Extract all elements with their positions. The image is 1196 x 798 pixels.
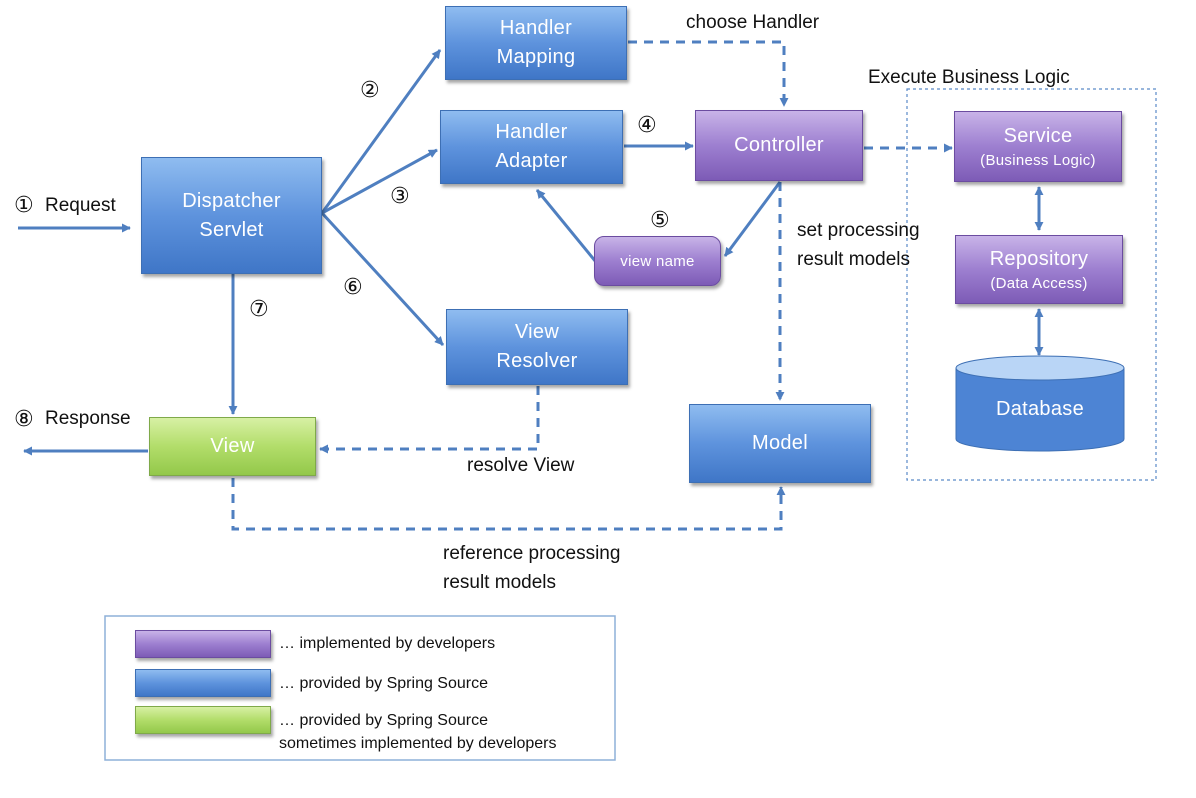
arrow-to-handler-mapping — [320, 49, 442, 214]
view-box[interactable]: View — [149, 417, 316, 476]
dispatcher-servlet-box[interactable]: Dispatcher Servlet — [141, 157, 322, 274]
resolve-view-arrow — [319, 386, 540, 454]
step-2-marker: ② — [360, 77, 380, 102]
database-label-box[interactable]: Database — [956, 388, 1124, 430]
controller-box[interactable]: Controller — [695, 110, 863, 181]
service-sublabel: (Business Logic) — [980, 152, 1096, 169]
step-1-marker: ① — [14, 192, 34, 217]
legend-swatch-spring-sometimes — [135, 706, 271, 734]
model-box[interactable]: Model — [689, 404, 871, 483]
arrow-view-name-to-adapter — [535, 189, 598, 263]
business-logic-container — [906, 88, 1157, 481]
handler-mapping-box[interactable]: Handler Mapping — [445, 6, 627, 80]
database-cylinder — [955, 355, 1125, 452]
handler-adapter-label: Handler Adapter — [495, 121, 568, 172]
legend-swatch-developers — [135, 630, 271, 658]
legend-text-spring-sometimes: … provided by Spring Source sometimes im… — [279, 712, 557, 752]
handler-mapping-label: Handler Mapping — [496, 17, 576, 68]
repository-sublabel: (Data Access) — [990, 275, 1088, 292]
arrow-to-handler-adapter — [321, 148, 438, 215]
view-resolver-label: View Resolver — [496, 321, 578, 372]
reference-model-arrow — [231, 478, 786, 531]
choose-handler-label: choose Handler — [686, 12, 820, 33]
execute-business-logic-label: Execute Business Logic — [868, 67, 1070, 88]
service-label: Service — [1003, 125, 1073, 147]
legend-swatch-spring — [135, 669, 271, 697]
arrow-to-view-resolver — [320, 211, 445, 347]
legend-text-spring: … provided by Spring Source — [279, 675, 488, 692]
reference-processing-label: reference processing result models — [443, 543, 621, 593]
service-box[interactable]: Service (Business Logic) — [954, 111, 1122, 182]
repository-box[interactable]: Repository (Data Access) — [955, 235, 1123, 304]
view-label: View — [210, 435, 255, 457]
step-7-marker: ⑦ — [249, 296, 269, 321]
set-processing-label: set processing result models — [797, 220, 920, 270]
request-label: Request — [45, 195, 116, 216]
step-6-marker: ⑥ — [343, 274, 363, 299]
view-name-box[interactable]: view name — [594, 236, 721, 286]
step-3-marker: ③ — [390, 183, 410, 208]
arrow-controller-to-view-name — [723, 181, 782, 257]
view-resolver-box[interactable]: View Resolver — [446, 309, 628, 385]
step-8-marker: ⑧ — [14, 406, 34, 431]
resolve-view-label: resolve View — [467, 455, 575, 476]
response-label: Response — [45, 408, 131, 429]
view-name-label: view name — [620, 252, 695, 270]
choose-handler-arrow — [628, 40, 789, 107]
database-label: Database — [995, 397, 1084, 420]
controller-label: Controller — [734, 134, 824, 156]
legend-text-developers: … implemented by developers — [279, 635, 496, 652]
step-4-marker: ④ — [637, 112, 657, 137]
handler-adapter-box[interactable]: Handler Adapter — [440, 110, 623, 184]
dispatcher-servlet-label: Dispatcher Servlet — [182, 189, 281, 241]
step-5-marker: ⑤ — [650, 207, 670, 232]
model-label: Model — [752, 432, 808, 454]
repository-label: Repository — [989, 248, 1089, 270]
